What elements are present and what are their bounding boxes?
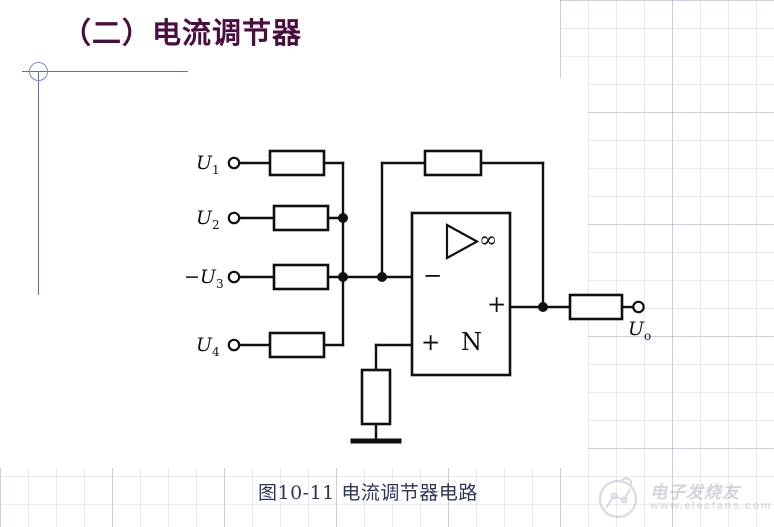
resistor-rf xyxy=(423,149,483,177)
label-input-4: U4 xyxy=(196,334,220,359)
resistor-r2 xyxy=(272,204,330,232)
label-input-1-symbol: U xyxy=(196,152,213,174)
resistor-r3 xyxy=(272,263,330,291)
opamp-inverting-input-marker: − xyxy=(423,263,443,289)
label-output-subscript: o xyxy=(644,328,652,343)
junction-dot-feedback-node xyxy=(377,272,387,282)
opamp-output-marker: + xyxy=(487,292,507,318)
label-input-4-subscript: 4 xyxy=(212,344,220,359)
label-input-3-symbol: U xyxy=(199,266,216,288)
opamp-noninverting-input-marker: + xyxy=(421,330,441,356)
label-input-1-subscript: 1 xyxy=(212,162,220,177)
label-input-1: U1 xyxy=(196,152,220,177)
resistor-r4 xyxy=(268,331,326,359)
amplifier-triangle-icon xyxy=(445,223,480,260)
resistor-rg xyxy=(360,368,392,426)
decor-vertical-rule xyxy=(38,71,39,295)
decor-horizontal-rule xyxy=(22,71,188,72)
terminal-in4 xyxy=(227,338,241,352)
label-input-3-subscript: 3 xyxy=(215,276,224,291)
page-title: （二）电流调节器 xyxy=(62,16,303,50)
opamp-gain-symbol: ∞ xyxy=(479,228,498,253)
terminal-out xyxy=(632,300,645,314)
resistor-r1 xyxy=(268,149,326,177)
terminal-in3 xyxy=(227,270,241,284)
junction-dot-summing-node xyxy=(338,272,348,282)
label-input-3: −U3 xyxy=(184,266,224,291)
label-input-2: U2 xyxy=(196,207,220,232)
junction-dot-output-node xyxy=(538,302,548,312)
figure-caption: 图10-11 电流调节器电路 xyxy=(258,482,478,504)
resistor-ro xyxy=(568,293,624,321)
junction-dot-in2 xyxy=(338,213,348,223)
terminal-in1 xyxy=(227,156,241,170)
terminal-in2 xyxy=(227,211,241,225)
decor-circle-marker xyxy=(29,62,48,81)
label-input-4-symbol: U xyxy=(196,334,213,356)
label-input-3-prefix: − xyxy=(184,266,200,288)
label-output: Uo xyxy=(628,318,651,343)
label-input-2-subscript: 2 xyxy=(212,217,220,232)
opamp-name-label: N xyxy=(461,328,482,356)
label-input-2-symbol: U xyxy=(196,207,213,229)
label-output-symbol: U xyxy=(628,318,645,340)
